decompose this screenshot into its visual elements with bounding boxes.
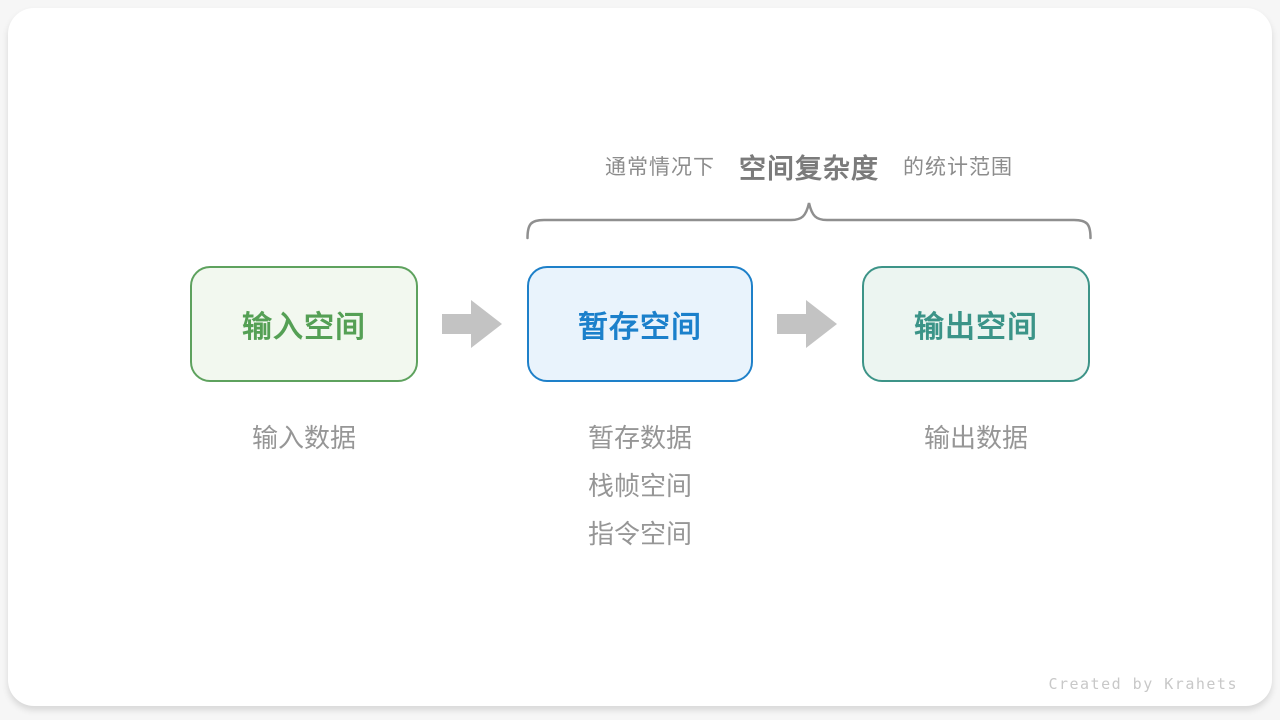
box-temp-space-label: 暂存空间 <box>578 311 702 344</box>
box-input-space: 输入空间 <box>190 266 418 382</box>
sublabel: 输入数据 <box>251 423 356 453</box>
annotation-suffix: 的统计范围 <box>903 156 1013 179</box>
sublabel: 暂存数据 <box>587 423 692 453</box>
box-input-space-label: 输入空间 <box>242 311 366 344</box>
sublabel: 指令空间 <box>587 519 692 549</box>
arrow-right-icon <box>777 300 837 348</box>
arrow-right-icon <box>442 300 502 348</box>
sublabel: 栈帧空间 <box>587 471 692 501</box>
sublabels-output-space: 输出数据 <box>862 414 1090 462</box>
box-output-space-label: 输出空间 <box>914 311 1038 344</box>
annotation-highlight: 空间复杂度 <box>739 153 879 184</box>
box-output-space: 输出空间 <box>862 266 1090 382</box>
annotation-prefix: 通常情况下 <box>605 156 715 179</box>
sublabel: 输出数据 <box>923 423 1028 453</box>
sublabels-temp-space: 暂存数据 栈帧空间 指令空间 <box>527 414 753 558</box>
box-temp-space: 暂存空间 <box>527 266 753 382</box>
credit-text: Created by Krahets <box>1048 675 1238 693</box>
brace-icon <box>526 202 1092 240</box>
sublabels-input-space: 输入数据 <box>190 414 418 462</box>
annotation: 通常情况下 空间复杂度 的统计范围 <box>528 148 1090 184</box>
